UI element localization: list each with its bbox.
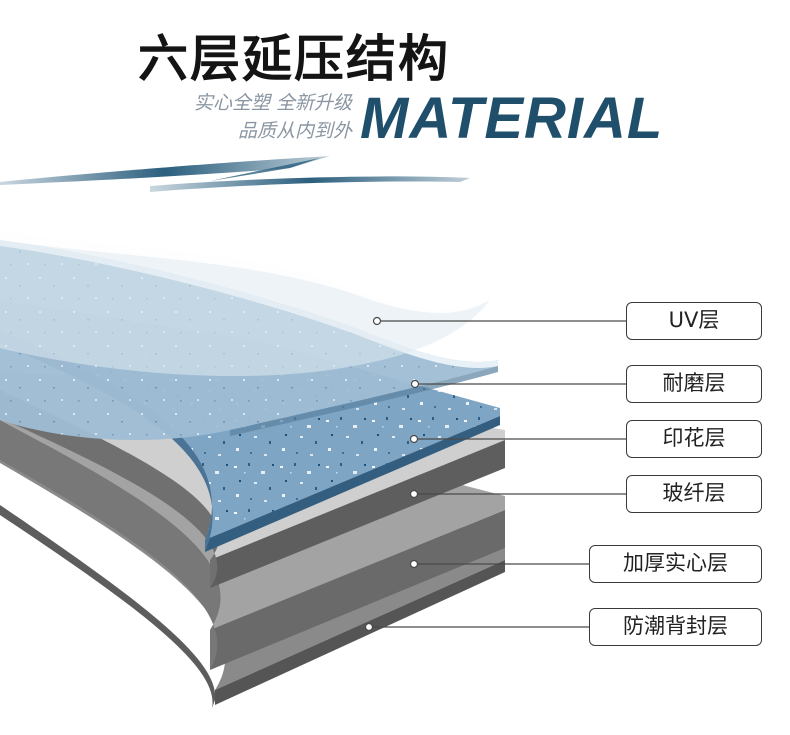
print-layer-label: 印花层 <box>626 420 762 458</box>
uv-layer-label: UV层 <box>626 302 762 340</box>
leader-line-uv <box>372 316 626 326</box>
leader-line-wear <box>410 379 626 389</box>
back-seal-layer-label: 防潮背封层 <box>589 608 762 646</box>
leader-line-solid <box>409 559 589 569</box>
solid-layer-label: 加厚实心层 <box>589 545 762 583</box>
uv-layer-shape <box>0 232 490 377</box>
material-heading: MATERIAL <box>360 86 664 151</box>
brush-swoosh <box>0 156 470 192</box>
leader-line-fiberglass <box>409 489 626 499</box>
subtitle-line-1: 实心全塑 全新升级 <box>193 92 352 114</box>
fiberglass-layer-label: 玻纤层 <box>626 475 762 513</box>
leader-line-back-seal <box>364 622 589 632</box>
leader-line-print <box>409 434 626 444</box>
wear-layer-label: 耐磨层 <box>626 365 762 403</box>
subtitle-line-2: 品质从内到外 <box>237 120 352 142</box>
page-title: 六层延压结构 <box>138 30 450 88</box>
